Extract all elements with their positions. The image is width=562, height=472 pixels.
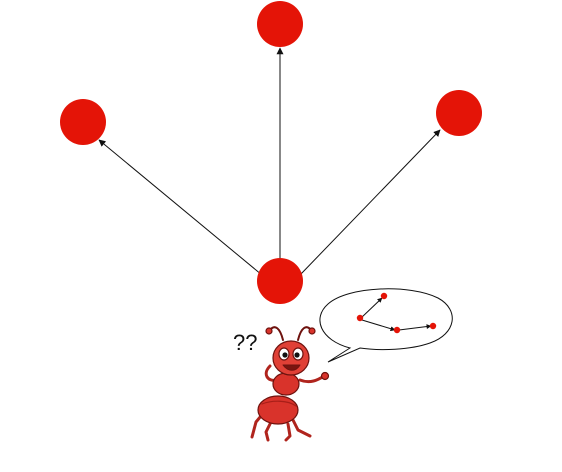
ant-hand-right — [320, 371, 330, 381]
ant-thorax — [272, 372, 300, 396]
mini-edge-1 — [360, 297, 383, 319]
bubble-outline — [319, 288, 453, 363]
ant-pupil-right — [294, 352, 300, 358]
ant-mouth — [282, 364, 301, 371]
ant-antenna-tip-right — [308, 327, 316, 335]
edge-center-to-left — [98, 139, 263, 276]
edge-center-to-right — [299, 129, 441, 276]
ant-abdomen-stripe — [261, 400, 297, 407]
graph-nodes — [60, 1, 482, 304]
node-left — [60, 99, 106, 145]
ant-arm-right — [298, 374, 326, 384]
graph-edges — [98, 47, 441, 276]
node-center — [257, 258, 303, 304]
mini-edge-2 — [361, 319, 396, 332]
mini-edge-3 — [398, 324, 432, 331]
mini-graph — [356, 292, 437, 334]
thought-bubble — [319, 288, 453, 363]
mini-node-4 — [429, 322, 437, 330]
mini-node-2 — [356, 314, 364, 322]
mini-node-3 — [393, 326, 401, 334]
ant-pupil-left — [282, 352, 288, 358]
ant-leg-mid-left — [264, 418, 274, 442]
node-right — [436, 90, 482, 136]
ant-leg-front-right — [290, 416, 312, 438]
node-top — [257, 1, 303, 47]
ant-illustration — [250, 326, 330, 442]
ant-abdomen — [257, 395, 299, 425]
question-marks-label: ?? — [233, 330, 257, 355]
ant-antenna-tip-left — [265, 327, 273, 335]
mini-node-1 — [380, 292, 388, 300]
ant-leg-back-right — [284, 422, 292, 442]
